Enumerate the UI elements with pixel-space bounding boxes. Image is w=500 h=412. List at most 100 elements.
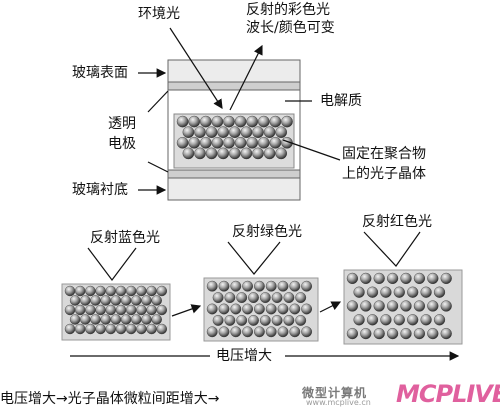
- stage-blue-spheres: [64, 285, 168, 335]
- crystal-sphere: [182, 147, 195, 160]
- crystal-sphere: [64, 323, 76, 335]
- stage-red: [343, 231, 463, 345]
- crystal-sphere: [141, 295, 152, 306]
- crystal-sphere: [85, 285, 96, 297]
- glass-bottom-layer: [167, 177, 301, 201]
- crystal-sphere: [257, 136, 270, 149]
- crystal-sphere: [199, 115, 212, 128]
- crystal-sphere: [420, 286, 432, 298]
- crystal-sphere: [420, 314, 432, 326]
- crystal-sphere: [217, 147, 229, 160]
- crystal-sphere: [289, 303, 301, 315]
- crystal-sphere: [246, 136, 258, 149]
- crystal-sphere: [387, 272, 399, 285]
- crystal-sphere: [393, 286, 405, 298]
- crystal-sphere: [283, 292, 295, 303]
- crystal-sphere: [234, 136, 247, 149]
- crystal-sphere: [90, 295, 101, 306]
- stage-green-light-arrow: [227, 241, 281, 275]
- crystal-sphere: [440, 300, 452, 312]
- stage-blue: [61, 247, 171, 341]
- crystal-sphere: [259, 314, 271, 326]
- watermark: 微型计算机 www.mcplive.cn MCPLIVE: [300, 378, 500, 412]
- bottom-electrode-layer: [167, 169, 301, 179]
- crystal-sphere: [271, 314, 283, 326]
- crystal-sphere: [69, 295, 81, 306]
- electrode-arrow-bottom: [147, 161, 169, 173]
- crystal-sphere: [224, 314, 236, 326]
- crystal-sphere: [407, 314, 419, 326]
- crystal-sphere: [74, 323, 86, 335]
- watermark-url: www.mcplive.cn: [306, 398, 371, 407]
- crystal-sphere: [271, 292, 283, 303]
- crystal-sphere: [211, 115, 224, 128]
- crystal-sphere: [146, 323, 157, 335]
- crystal-sphere: [427, 300, 439, 312]
- fixed-crystal-label-line2: 上的光子晶体: [342, 166, 426, 182]
- crystal-sphere: [413, 300, 426, 312]
- crystal-sphere: [277, 303, 289, 315]
- electrode-label-line1: 透明: [108, 116, 136, 132]
- crystal-sphere: [151, 295, 162, 306]
- crystal-sphere: [218, 326, 230, 338]
- crystal-sphere: [131, 314, 142, 325]
- crystal-sphere: [301, 303, 312, 315]
- crystal-sphere: [188, 115, 200, 128]
- crystal-sphere: [110, 295, 122, 306]
- crystal-sphere: [105, 304, 117, 316]
- display-cell: [167, 59, 301, 201]
- crystal-sphere: [211, 136, 224, 149]
- crystal-sphere: [105, 285, 117, 297]
- crystal-sphere: [265, 280, 277, 292]
- crystal-sphere: [85, 323, 96, 335]
- fixed-crystal-label-line1: 固定在聚合物: [342, 146, 426, 162]
- stage-green-spheres: [206, 280, 312, 338]
- stage-arrow-2: [319, 301, 342, 313]
- crystal-sphere: [240, 126, 253, 138]
- crystal-sphere: [295, 314, 307, 326]
- glass-surface-label: 玻璃表面: [72, 65, 128, 81]
- voltage-axis-label: 电压增大: [216, 348, 272, 364]
- crystal-sphere: [188, 136, 200, 149]
- ambient-light-label: 环境光: [138, 6, 180, 22]
- crystal-sphere: [277, 326, 289, 338]
- crystal-sphere: [281, 115, 293, 128]
- crystal-sphere: [131, 295, 142, 306]
- footer-caption: 电压增大→光子晶体微粒间距增大→: [0, 386, 500, 412]
- crystal-sphere: [289, 280, 301, 292]
- crystal-sphere: [194, 147, 206, 160]
- crystal-sphere: [236, 314, 248, 326]
- crystal-sphere: [228, 126, 241, 138]
- crystal-sphere: [301, 280, 312, 292]
- crystal-sphere: [125, 323, 137, 335]
- crystal-sphere: [176, 136, 189, 149]
- crystal-sphere: [182, 126, 195, 138]
- top-electrode-layer: [167, 81, 301, 91]
- crystal-sphere: [156, 304, 168, 316]
- crystal-sphere: [120, 314, 132, 325]
- crystal-sphere: [289, 326, 301, 338]
- crystal-sphere: [407, 286, 419, 298]
- crystal-sphere: [199, 136, 212, 149]
- crystal-sphere: [217, 126, 229, 138]
- reflected-light-label-line1: 反射的彩色光: [246, 2, 330, 18]
- crystal-sphere: [265, 303, 277, 315]
- crystal-sphere: [212, 314, 224, 326]
- crystal-sphere: [74, 304, 86, 316]
- crystal-sphere: [387, 300, 399, 312]
- crystal-sphere: [120, 295, 132, 306]
- crystal-sphere: [373, 272, 385, 285]
- crystal-sphere: [136, 304, 147, 316]
- crystal-sphere: [346, 272, 359, 285]
- crystal-sphere: [380, 314, 392, 326]
- crystal-sphere: [205, 126, 218, 138]
- crystal-sphere: [380, 286, 392, 298]
- crystal-sphere: [156, 323, 168, 335]
- crystal-sphere: [440, 272, 452, 285]
- watermark-logo: MCPLIVE: [396, 380, 500, 408]
- crystal-sphere: [218, 303, 230, 315]
- crystal-sphere: [236, 292, 248, 303]
- stage-green-label: 反射绿色光: [232, 224, 302, 240]
- crystal-sphere: [275, 147, 288, 160]
- glass-top-layer: [167, 59, 301, 83]
